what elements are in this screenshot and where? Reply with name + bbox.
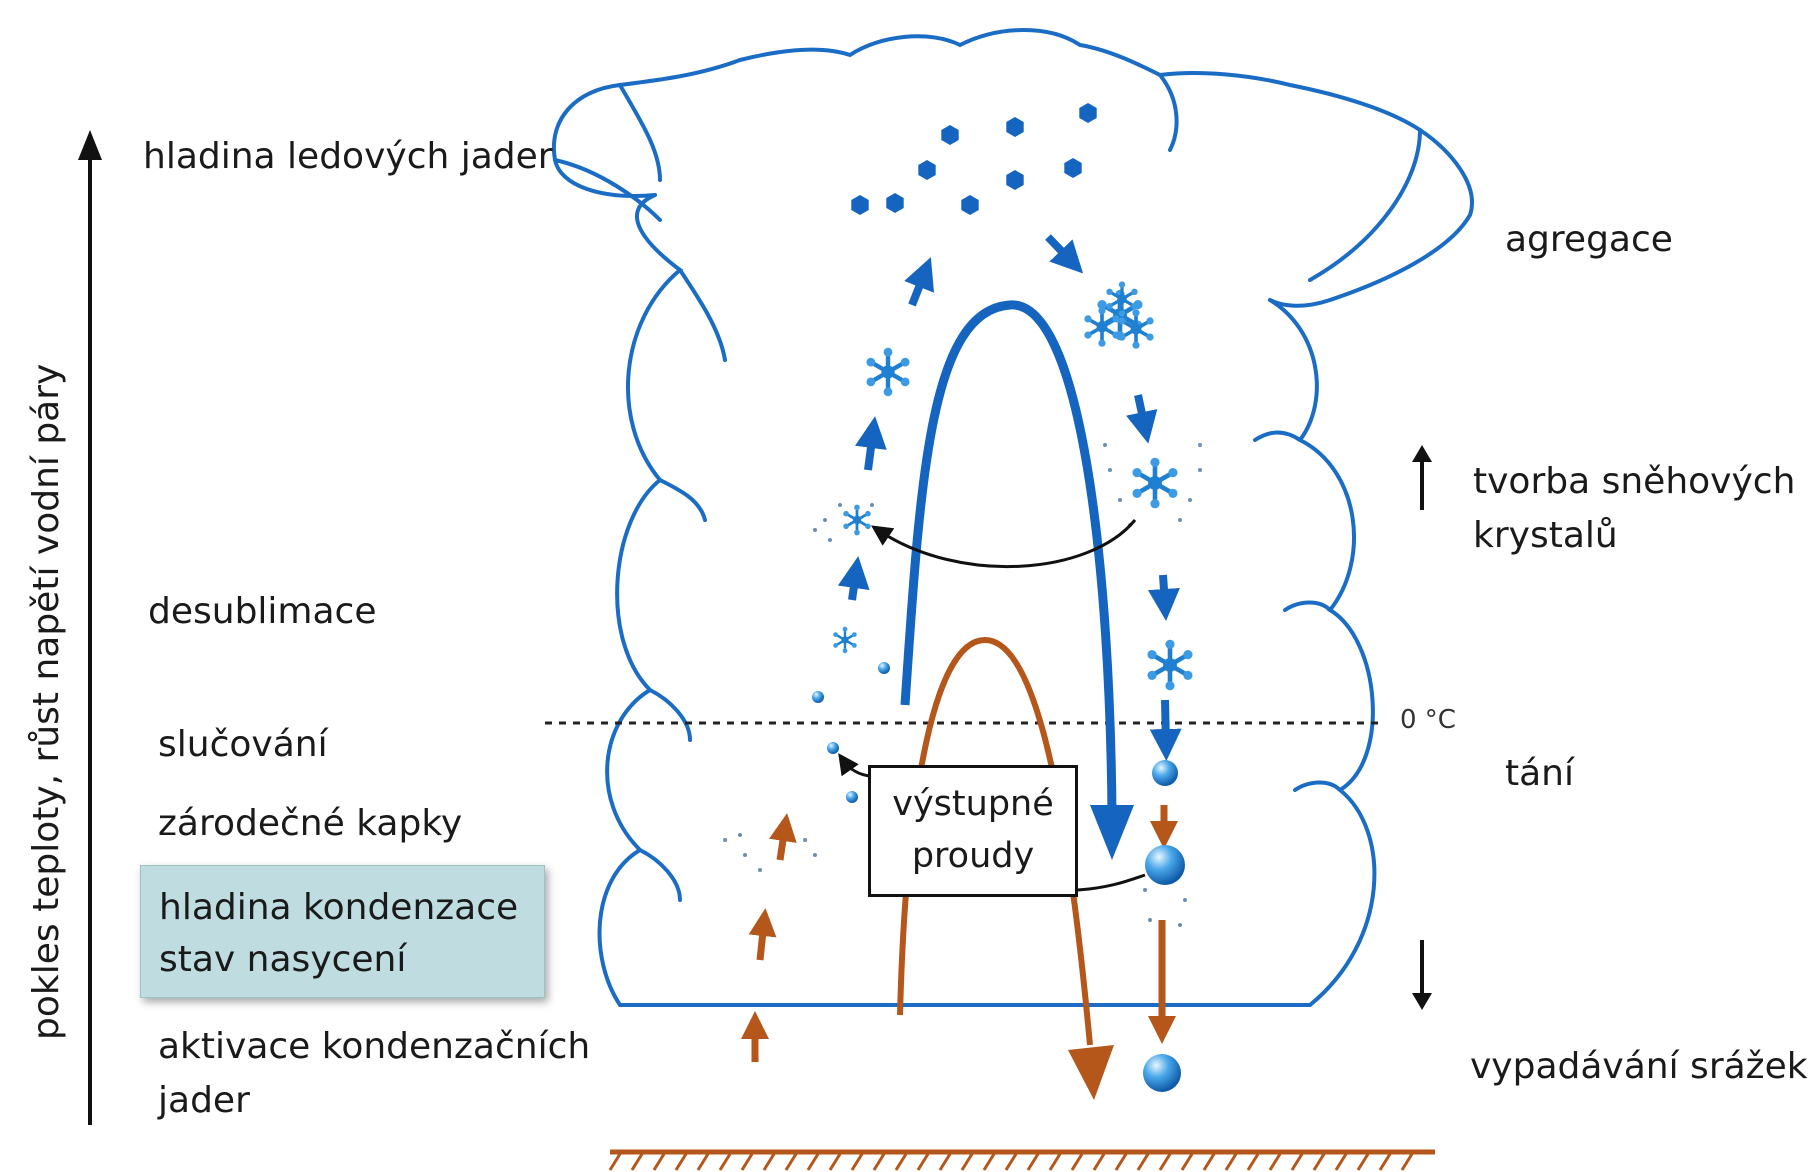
updraft-box: výstupné proudy — [868, 765, 1078, 897]
label-ice-nuclei-level: hladina ledových jader — [143, 130, 553, 184]
label-snow-crystals-line1: tvorba sněhových — [1473, 455, 1795, 509]
label-aggregation: agregace — [1505, 213, 1673, 267]
label-melting: tání — [1505, 747, 1574, 801]
label-deposition: desublimace — [148, 585, 377, 639]
label-coalescence: slučování — [158, 718, 328, 772]
freezing-level-label: 0 °C — [1400, 705, 1456, 735]
label-fallout: vypadávání srážek — [1470, 1040, 1808, 1094]
label-condensation-level: hladina kondenzace — [159, 882, 526, 934]
label-snow-crystals: tvorba sněhových krystalů — [1473, 455, 1795, 563]
label-activation: aktivace kondenzačních jader — [158, 1020, 590, 1128]
label-snow-crystals-line2: krystalů — [1473, 509, 1795, 563]
label-saturation: stav nasycení — [159, 934, 526, 986]
vertical-axis-arrow — [78, 130, 102, 1125]
label-activation-line2: jader — [158, 1074, 590, 1128]
down-arrow-icon — [1412, 940, 1432, 1010]
rain-fall-arrows — [1162, 805, 1164, 1030]
snowflakes — [833, 281, 1192, 690]
ground-hatching — [610, 1154, 1412, 1170]
condensation-level-box: hladina kondenzace stav nasycení — [140, 865, 545, 998]
label-activation-line1: aktivace kondenzačních — [158, 1020, 590, 1074]
updraft-label-line2: proudy — [871, 830, 1075, 882]
ice-nuclei-cluster — [851, 103, 1096, 215]
updraft-label-line1: výstupné — [871, 778, 1075, 830]
label-embryo-drops: zárodečné kapky — [158, 797, 462, 851]
activation-arrows — [755, 827, 785, 1062]
up-arrow-icon — [1412, 445, 1432, 510]
vertical-axis-label: pokles teploty, růst napětí vodní páry — [27, 364, 67, 1040]
